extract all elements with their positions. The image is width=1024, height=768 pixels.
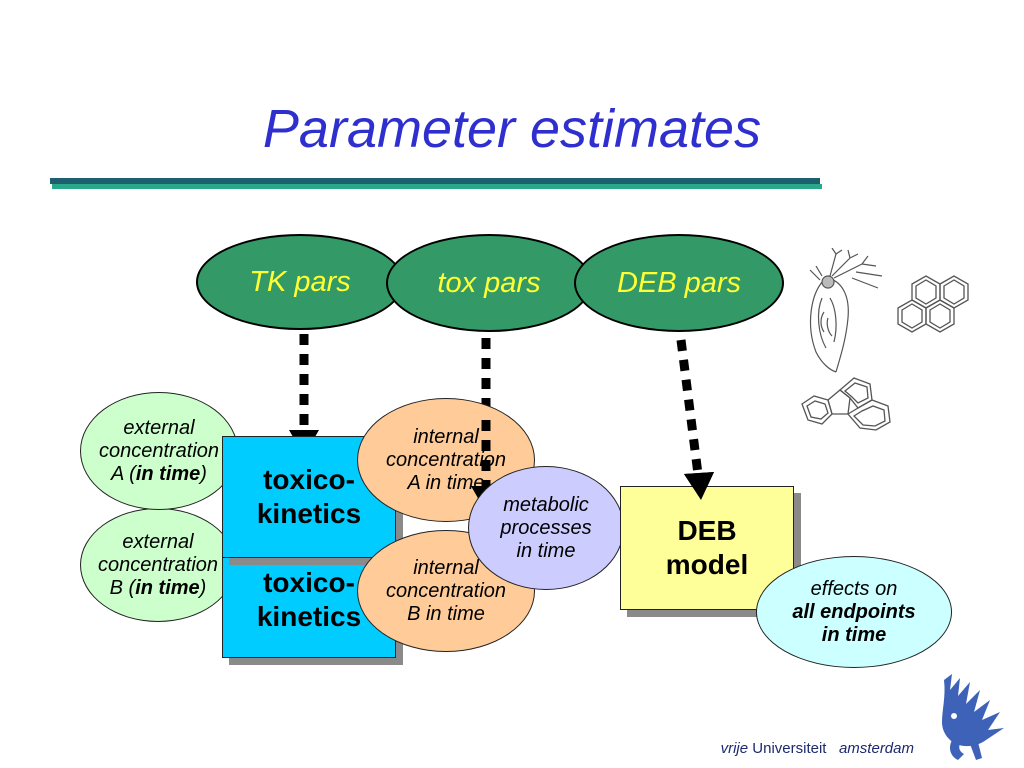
arrow-deb-head <box>684 472 714 500</box>
internal-b-line3: B in time <box>407 602 485 625</box>
vu-griffin-logo-icon <box>942 674 1004 760</box>
toxicokinetics-a-line1: toxico- <box>263 464 355 495</box>
brand-amsterdam: amsterdam <box>838 740 914 757</box>
deb-model-line2: model <box>665 549 749 580</box>
external-a-line2: concentration <box>98 439 220 462</box>
external-b-line1: external <box>122 530 194 553</box>
effects-on-endpoints: effects on all endpoints in time <box>756 556 952 668</box>
tox-pars-node: tox pars <box>386 234 592 332</box>
external-concentration-a: external concentration A (in time) <box>80 392 238 510</box>
toxicokinetics-b-line1: toxico- <box>263 567 355 598</box>
vu-branding: vrije Universiteit amsterdam <box>721 740 914 757</box>
page-title: Parameter estimates <box>262 99 762 159</box>
effects-line3: in time <box>821 623 887 646</box>
effects-line2: all endpoints <box>792 600 916 623</box>
internal-b-line2: concentration <box>385 579 507 602</box>
tk-pars-node: TK pars <box>196 234 404 330</box>
external-a-line1: external <box>123 416 195 439</box>
external-b-suffix: ) <box>199 576 207 599</box>
external-a-emph: in time <box>135 462 201 485</box>
pyrene-molecule-icon <box>897 275 969 333</box>
toxicokinetics-a-line2: kinetics <box>256 498 362 529</box>
internal-a-line3: A in time <box>407 471 485 494</box>
deb-model-line1: DEB <box>677 515 737 546</box>
internal-a-line1: internal <box>413 425 479 448</box>
metabolic-line1: metabolic <box>503 493 589 516</box>
external-a-suffix: ) <box>200 462 207 485</box>
internal-b-line1: internal <box>413 556 479 579</box>
external-a-line3: A (in time) <box>99 463 219 486</box>
external-concentration-b: external concentration B (in time) <box>80 508 236 622</box>
metabolic-processes: metabolic processes in time <box>468 466 624 590</box>
title-divider <box>50 178 820 184</box>
title-divider-accent <box>52 184 822 189</box>
deb-pars-node: DEB pars <box>574 234 784 332</box>
external-b-line3: B (in time) <box>98 577 218 600</box>
external-a-prefix: A ( <box>111 462 136 485</box>
toxicokinetics-b-line2: kinetics <box>256 601 362 632</box>
external-b-prefix: B ( <box>109 576 136 599</box>
internal-a-line2: concentration <box>385 448 507 471</box>
brand-universiteit: Universiteit <box>752 740 827 757</box>
metabolic-line3: in time <box>516 539 576 562</box>
fluoranthene-molecule-icon <box>801 377 891 431</box>
metabolic-line2: processes <box>500 516 592 539</box>
external-b-line2: concentration <box>97 553 219 576</box>
brand-vrije: vrije <box>720 740 749 757</box>
external-b-emph: in time <box>135 576 200 599</box>
effects-line1: effects on <box>810 577 898 600</box>
daphnia-icon <box>809 248 883 373</box>
